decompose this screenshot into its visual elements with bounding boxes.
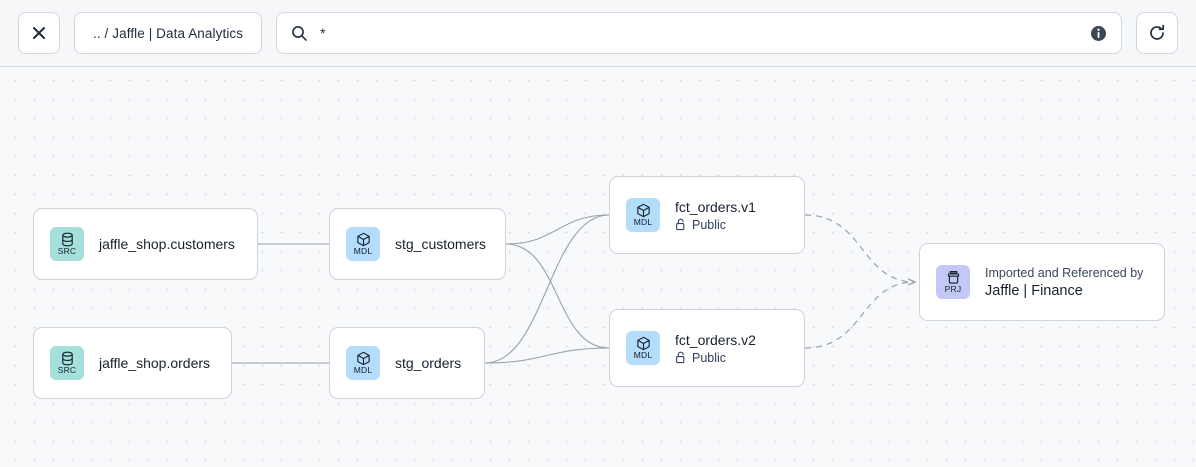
refresh-button[interactable] [1136,12,1178,54]
node-fct-orders-v2[interactable]: MDL fct_orders.v2 Public [609,309,805,387]
unlock-icon [676,218,685,231]
node-title: stg_customers [395,236,487,252]
search-icon [292,25,307,41]
badge-mdl: MDL [346,346,380,380]
node-title: jaffle_shop.customers [99,236,235,252]
edge-stgord-v2 [484,347,610,364]
close-icon [33,27,45,39]
breadcrumb-label: .. / Jaffle | Data Analytics [93,25,244,41]
badge-mdl: MDL [626,198,660,232]
breadcrumb-button[interactable]: .. / Jaffle | Data Analytics [74,12,263,54]
refresh-icon [1150,24,1165,40]
node-jaffle-shop-orders[interactable]: SRC jaffle_shop.orders [33,327,232,399]
node-body: fct_orders.v1 Public [675,199,756,232]
node-title: stg_orders [395,355,462,371]
archive-icon [947,270,959,284]
badge-label: MDL [633,350,653,360]
edge-v2-project [804,282,915,349]
node-visibility: Public [675,351,756,365]
badge-label: PRJ [944,284,962,294]
badge-label: SRC [57,365,77,375]
node-fct-orders-v1[interactable]: MDL fct_orders.v1 Public [609,176,805,254]
toolbar: .. / Jaffle | Data Analytics [0,0,1196,67]
cube-icon [356,351,370,366]
edge-v1-project [804,214,915,282]
badge-src: SRC [50,346,84,380]
close-button[interactable] [18,12,60,54]
node-body: jaffle_shop.customers [99,236,235,252]
database-icon [61,351,73,366]
node-title: Jaffle | Finance [985,282,1083,299]
cube-icon [636,203,650,218]
cube-icon [636,336,650,351]
search-bar[interactable] [276,12,1122,54]
badge-label: SRC [57,246,77,256]
info-icon[interactable] [1090,25,1107,42]
unlock-icon [676,351,685,364]
node-title: fct_orders.v2 [675,331,756,348]
graph-edges [232,214,1196,364]
cube-icon [356,232,370,247]
graph-canvas[interactable]: SRC jaffle_shop.customers SRC jaffle_sho… [0,67,1196,467]
node-body: stg_customers [395,236,486,252]
badge-label: MDL [353,246,373,256]
node-body: fct_orders.v2 Public [675,332,756,365]
node-visibility: Public [675,218,756,232]
node-title: fct_orders.v1 [675,198,756,215]
node-jaffle-shop-customers[interactable]: SRC jaffle_shop.customers [33,208,258,280]
badge-label: MDL [633,217,653,227]
node-body: Imported and Referenced by Jaffle | Fina… [985,266,1143,299]
node-stg-orders[interactable]: MDL stg_orders [329,327,485,399]
node-relation-label: Imported and Referenced by [985,265,1144,280]
node-body: jaffle_shop.orders [99,355,210,371]
search-input[interactable] [320,13,1078,53]
edge-stgcust-v1 [505,214,610,245]
badge-label: MDL [353,365,373,375]
edge-stgcust-v2 [505,243,610,349]
node-visibility-label: Public [692,217,727,232]
node-visibility-label: Public [692,350,727,365]
badge-mdl: MDL [346,227,380,261]
badge-src: SRC [50,227,84,261]
edge-stgord-v1 [484,214,610,364]
node-title: jaffle_shop.orders [99,355,211,371]
database-icon [61,232,73,247]
node-body: stg_orders [395,355,461,371]
badge-mdl: MDL [626,331,660,365]
badge-prj: PRJ [936,265,970,299]
node-stg-customers[interactable]: MDL stg_customers [329,208,506,280]
node-jaffle-finance-project[interactable]: PRJ Imported and Referenced by Jaffle | … [919,243,1165,321]
